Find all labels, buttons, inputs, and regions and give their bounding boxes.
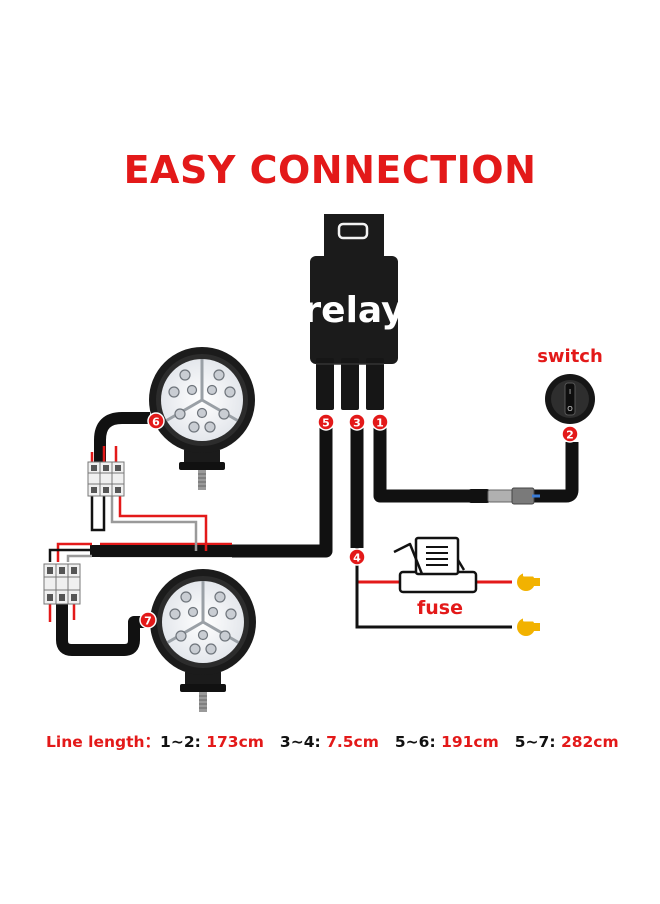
svg-text:O: O bbox=[567, 405, 573, 413]
svg-text:1: 1 bbox=[376, 417, 384, 430]
wire-harness-lamp7 bbox=[48, 542, 150, 656]
switch: I O switch bbox=[537, 346, 603, 424]
svg-text:6: 6 bbox=[152, 416, 160, 429]
switch-label: switch bbox=[537, 346, 603, 367]
legend-prefix: Line length： bbox=[46, 733, 161, 751]
legend-pins-3-4: 3~4: bbox=[279, 733, 321, 751]
svg-text:5: 5 bbox=[322, 417, 330, 430]
marker-pin-7: 7 bbox=[139, 611, 157, 629]
work-light-6 bbox=[147, 345, 257, 491]
legend-pins-5-6: 5~6: bbox=[394, 733, 436, 751]
work-light-7 bbox=[148, 567, 258, 713]
legend-length-3-4: 7.5cm bbox=[326, 733, 379, 751]
relay: relay bbox=[303, 214, 405, 410]
marker-pin-4: 4 bbox=[348, 548, 366, 566]
svg-text:I: I bbox=[569, 388, 571, 396]
marker-pin-1: 1 bbox=[371, 413, 389, 431]
line-length-legend: Line length：1~2: 173cm 3~4: 7.5cm 5~6: 191… bbox=[46, 730, 646, 752]
legend-length-5-7: 282cm bbox=[560, 733, 619, 751]
marker-pin-2: 2 bbox=[561, 425, 579, 443]
fuse-label: fuse bbox=[417, 597, 463, 619]
svg-text:3: 3 bbox=[353, 417, 361, 430]
svg-text:7: 7 bbox=[144, 615, 152, 628]
u-terminal-ground-icon bbox=[517, 615, 540, 636]
legend-pins-1-2: 1~2: bbox=[160, 733, 201, 751]
wire-pin5-to-lamps bbox=[90, 418, 333, 558]
connector-lamp6 bbox=[87, 461, 125, 497]
marker-pin-6: 6 bbox=[147, 412, 165, 430]
fuse-holder: fuse bbox=[393, 536, 478, 619]
marker-pin-5: 5 bbox=[317, 413, 335, 431]
legend-length-1-2: 173cm bbox=[206, 733, 264, 751]
wire-pin1-to-switch bbox=[373, 418, 579, 503]
marker-pin-3: 3 bbox=[348, 413, 366, 431]
legend-pins-5-7: 5~7: bbox=[514, 733, 556, 751]
bullet-connector bbox=[468, 487, 540, 505]
svg-text:4: 4 bbox=[353, 552, 361, 565]
u-terminal-positive-icon bbox=[517, 570, 540, 591]
wire-harness-lamp6 bbox=[90, 412, 208, 551]
relay-label: relay bbox=[303, 290, 404, 331]
svg-text:2: 2 bbox=[566, 429, 574, 442]
legend-length-5-6: 191cm bbox=[441, 733, 499, 751]
page-title: EASY CONNECTION bbox=[123, 148, 537, 192]
connector-lamp7 bbox=[43, 563, 81, 605]
